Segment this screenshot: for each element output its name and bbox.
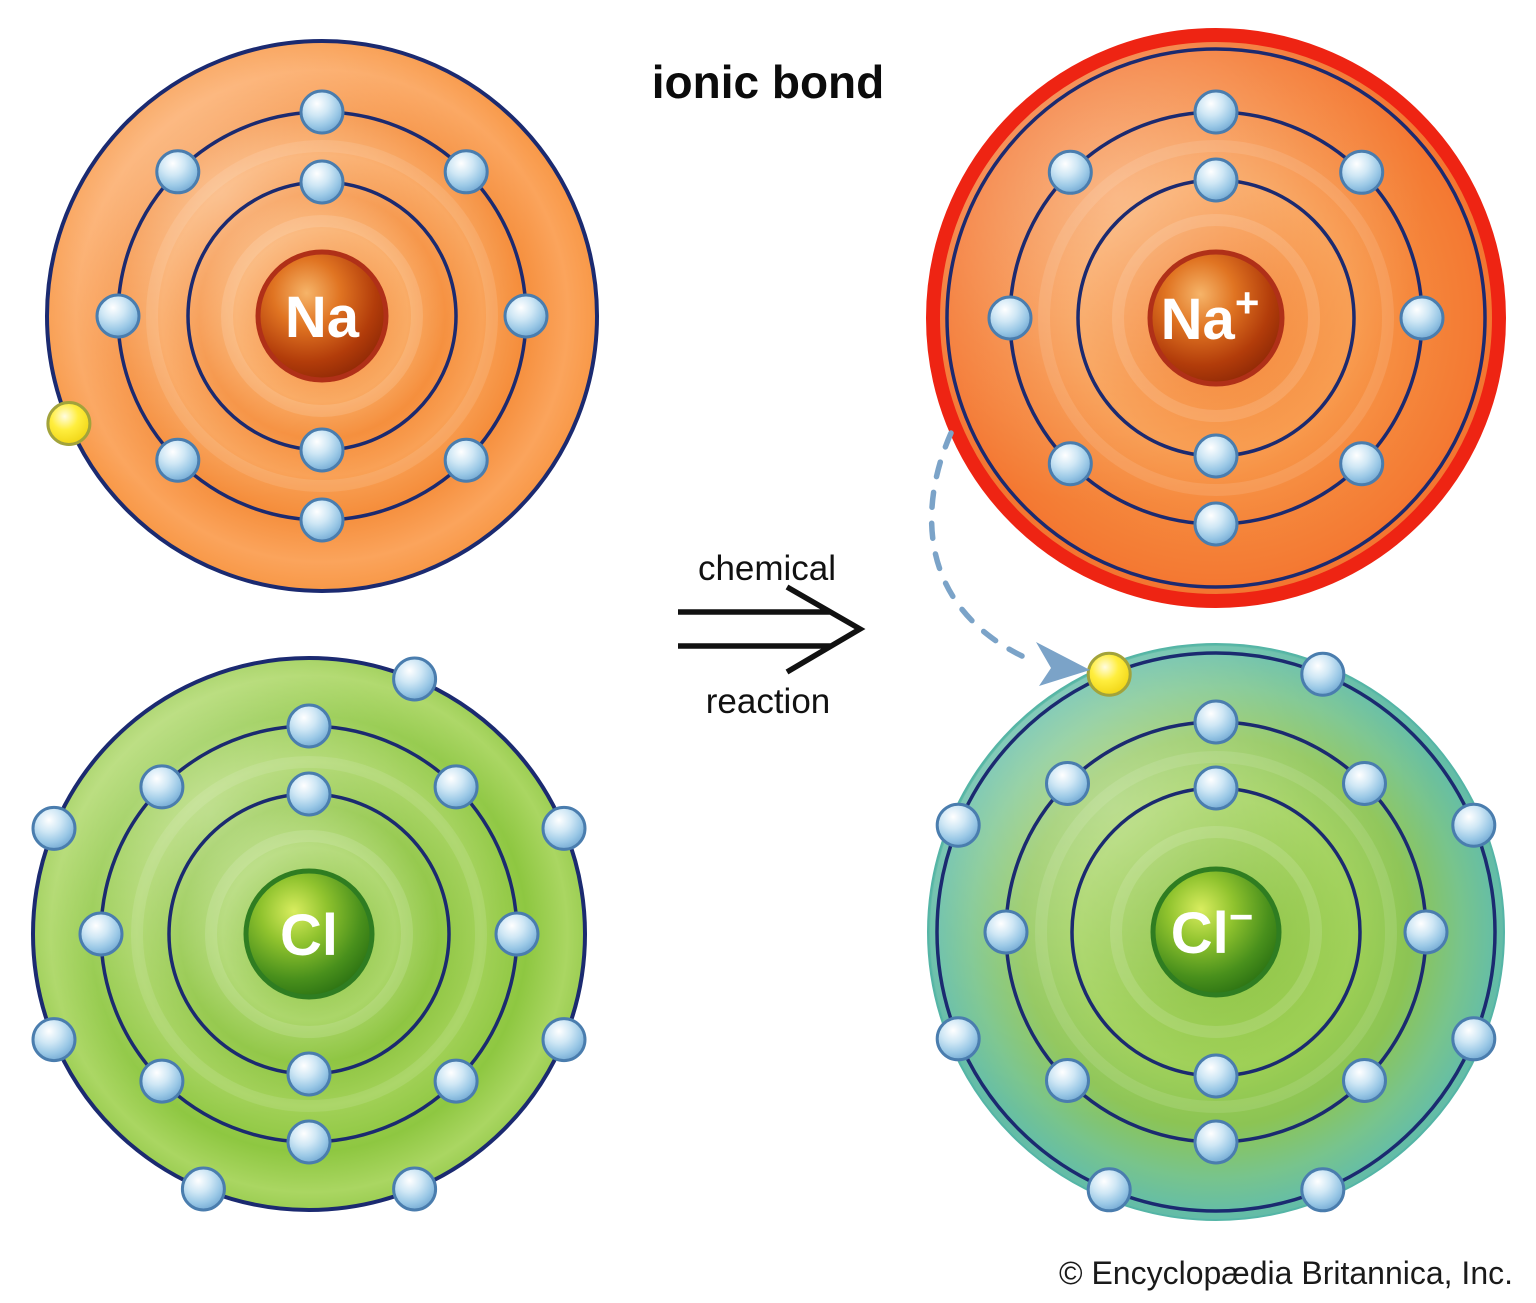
reaction-arrow: chemical reaction [678, 549, 866, 721]
nucleus [255, 249, 389, 383]
electron [392, 1166, 438, 1212]
electron [1300, 651, 1346, 697]
electron [1086, 1167, 1132, 1213]
electron [78, 911, 124, 957]
electron-group-chlorine [31, 656, 587, 1212]
electron [443, 437, 489, 483]
electron [983, 909, 1029, 955]
electron-group-sodium [46, 89, 549, 543]
ripple-ring [1035, 751, 1397, 1113]
electron [1339, 441, 1385, 487]
electron [1451, 802, 1497, 848]
electron [155, 437, 201, 483]
electron [1193, 1119, 1239, 1165]
electron [299, 497, 345, 543]
valence-electron-transferred [46, 401, 92, 446]
chloride-ion: Cl− [927, 643, 1505, 1221]
electron [1045, 761, 1090, 806]
electron [1342, 761, 1387, 806]
electron [180, 1166, 226, 1212]
electron [1339, 149, 1385, 195]
reaction-label-top: chemical [698, 549, 836, 588]
chlorine-atom: Cl [31, 656, 587, 1212]
sodium-atom: Na [45, 39, 599, 593]
electron [1193, 1053, 1239, 1099]
electron [1193, 699, 1239, 745]
electron [541, 1017, 587, 1063]
page-title: ionic bond [652, 56, 885, 108]
electron [541, 805, 587, 851]
electron [1193, 765, 1239, 811]
electron [1300, 1167, 1346, 1213]
electron [935, 1016, 981, 1062]
electron [433, 764, 479, 810]
electron [1193, 157, 1239, 203]
electron [299, 89, 345, 135]
ripple-ring [1112, 214, 1320, 422]
nucleus [1147, 249, 1285, 387]
nucleus-label-sodium: Na [285, 285, 360, 350]
electron [31, 805, 77, 851]
electron-group-sodium-ion [987, 89, 1445, 547]
electron [443, 149, 489, 195]
electron [299, 159, 345, 205]
reaction-label-bottom: reaction [706, 682, 831, 721]
electron [286, 771, 332, 817]
electron [503, 293, 549, 339]
nucleus [1150, 866, 1282, 998]
electron [392, 656, 438, 702]
electron [1193, 501, 1239, 547]
electron [286, 1051, 332, 1097]
electron [95, 293, 141, 339]
electron [1193, 89, 1239, 135]
ripple-ring [146, 140, 498, 492]
electron [139, 1058, 185, 1104]
electron [286, 1119, 332, 1165]
electron [1045, 1058, 1090, 1103]
electron [1342, 1058, 1387, 1103]
ripple-ring [1038, 140, 1394, 496]
electron [286, 703, 332, 749]
electron [1047, 149, 1093, 195]
electron [987, 295, 1033, 341]
ripple-ring [131, 756, 487, 1112]
electron [31, 1017, 77, 1063]
double-arrow-icon [678, 584, 866, 675]
electron-shell-orbit [935, 651, 1497, 1213]
electron [1193, 433, 1239, 479]
nucleus [243, 868, 375, 1000]
sodium-ion: Na+ [926, 28, 1506, 608]
electron [155, 149, 201, 195]
electron [1399, 295, 1445, 341]
electron [494, 911, 540, 957]
nucleus-label-chlorine: Cl [280, 903, 338, 968]
electron [1047, 441, 1093, 487]
valence-electron-transferred [1086, 651, 1132, 697]
electron [139, 764, 185, 810]
nucleus-label-chloride-ion: Cl− [1171, 893, 1254, 966]
electron-shell-orbit [945, 47, 1487, 589]
electron [433, 1058, 479, 1104]
electron [1451, 1016, 1497, 1062]
ripple-ring [1110, 826, 1322, 1038]
ripple-ring [221, 215, 423, 417]
electron-group-chloride-ion [935, 651, 1497, 1213]
electron [1403, 909, 1449, 955]
ripple-ring [205, 830, 413, 1038]
electron [935, 802, 981, 848]
electron-transfer-arrow [928, 430, 1090, 686]
transfer-arrowhead-icon [1036, 642, 1090, 686]
copyright: © Encyclopædia Britannica, Inc. [1059, 1255, 1513, 1291]
nucleus-label-sodium-ion: Na+ [1161, 279, 1260, 352]
electron [299, 427, 345, 473]
transfer-arrow-curve [928, 430, 1025, 659]
